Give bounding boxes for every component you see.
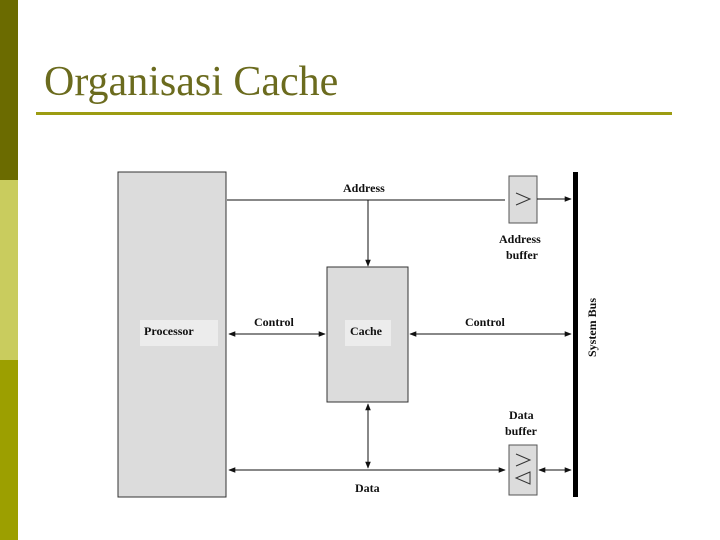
data-label: Data: [355, 481, 380, 495]
data-buffer-symbol-left: [514, 471, 531, 485]
address-buffer-label-line1: Address: [499, 232, 541, 246]
address-buffer-box: [508, 175, 538, 224]
address-buffer-label-line2: buffer: [506, 248, 539, 262]
control-right-label: Control: [465, 315, 505, 329]
data-buffer-label-line1: Data: [509, 408, 534, 422]
sidebar-middle: [0, 180, 18, 360]
processor-label: Processor: [144, 324, 194, 338]
address-buffer-symbol: [515, 192, 532, 206]
processor-label-bg: [140, 320, 218, 346]
system-bus-bar: [573, 172, 578, 497]
system-bus-label: System Bus: [585, 298, 599, 357]
sidebar-top: [0, 0, 18, 180]
address-label: Address: [343, 181, 385, 195]
slide-title: Organisasi Cache: [44, 59, 339, 105]
sidebar-bottom: [0, 360, 18, 540]
control-left-label: Control: [254, 315, 294, 329]
cache-label: Cache: [350, 324, 383, 338]
data-buffer-box: [508, 444, 538, 496]
data-buffer-label-line2: buffer: [505, 424, 538, 438]
title-underline: [36, 112, 672, 115]
cache-label-bg: [345, 320, 391, 346]
data-buffer-symbol-right: [515, 453, 532, 467]
